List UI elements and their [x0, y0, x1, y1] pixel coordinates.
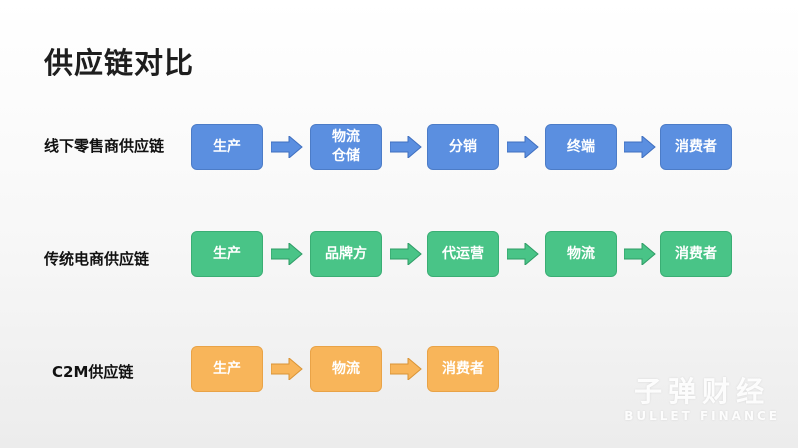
arrow-right-icon [271, 358, 303, 380]
watermark-logo: 子弹财经 BULLET FINANCE [624, 376, 780, 424]
step-box: 生产 [191, 346, 263, 392]
arrow-right-icon [507, 136, 539, 158]
arrow-right-icon [271, 243, 303, 265]
step-box: 消费者 [660, 231, 732, 277]
watermark-cn: 子弹财经 [634, 375, 771, 408]
step-box: 物流 [310, 346, 382, 392]
step-box: 终端 [545, 124, 617, 170]
arrow-right-icon [390, 358, 422, 380]
arrow-right-icon [624, 243, 656, 265]
step-box: 物流 仓储 [310, 124, 382, 170]
row-label-offline-retail: 线下零售商供应链 [44, 137, 165, 155]
page-title: 供应链对比 [44, 46, 195, 80]
step-box: 生产 [191, 231, 263, 277]
step-box: 消费者 [660, 124, 732, 170]
step-box: 生产 [191, 124, 263, 170]
step-box: 消费者 [427, 346, 499, 392]
step-box: 代运营 [427, 231, 499, 277]
arrow-right-icon [390, 136, 422, 158]
arrow-right-icon [271, 136, 303, 158]
watermark-en: BULLET FINANCE [624, 409, 780, 423]
row-label-traditional-ecommerce: 传统电商供应链 [44, 250, 150, 268]
arrow-right-icon [507, 243, 539, 265]
row-label-c2m: C2M供应链 [52, 363, 134, 381]
step-box: 物流 [545, 231, 617, 277]
arrow-right-icon [624, 136, 656, 158]
arrow-right-icon [390, 243, 422, 265]
step-box: 分销 [427, 124, 499, 170]
step-box: 品牌方 [310, 231, 382, 277]
